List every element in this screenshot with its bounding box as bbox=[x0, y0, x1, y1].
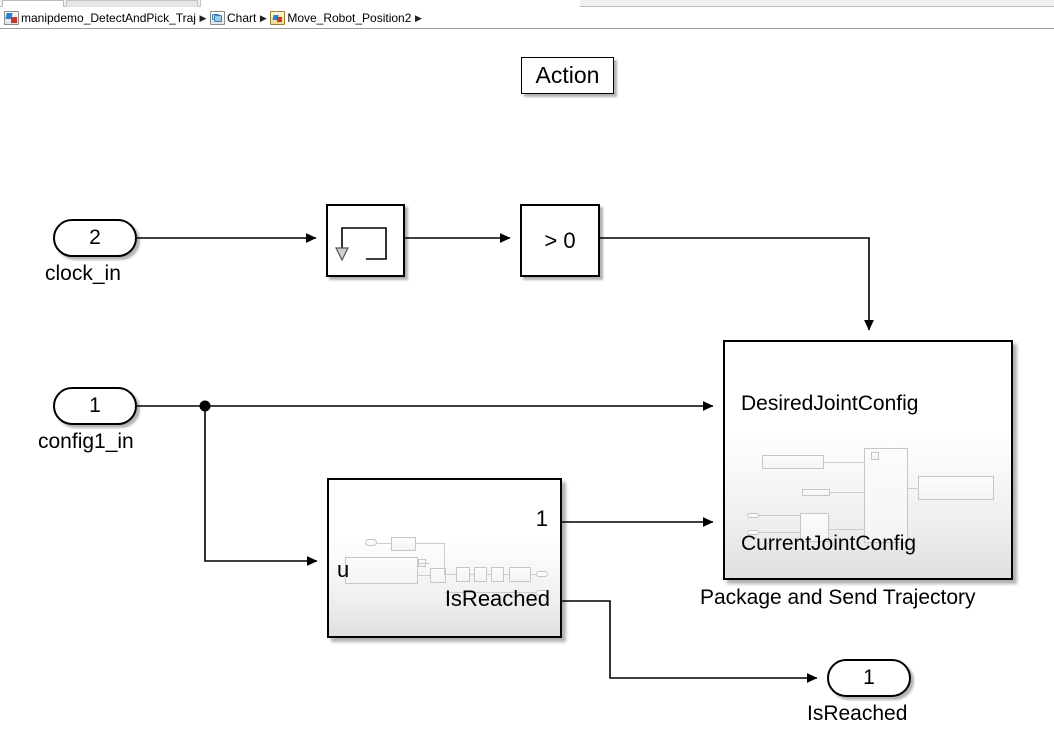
outport-isreached-label: IsReached bbox=[807, 702, 908, 725]
model-canvas[interactable]: Action 2 clock_in > 0 1 config1_in bbox=[0, 30, 1054, 737]
joint-tracker-subsystem[interactable]: u 1 IsReached bbox=[327, 478, 562, 638]
package-inport-label-desiredjointconfig: DesiredJointConfig bbox=[741, 392, 919, 415]
breadcrumb-separator-2: ▶ bbox=[259, 12, 267, 23]
tracker-preview-shape-8 bbox=[509, 567, 531, 582]
preview-shape-3 bbox=[800, 513, 829, 542]
tracker-preview-shape-4 bbox=[430, 568, 446, 583]
tracker-preview-wire-9 bbox=[504, 574, 509, 575]
signal-compare-to-trigger bbox=[600, 237, 874, 331]
outport-isreached[interactable]: 1 bbox=[827, 659, 911, 697]
preview-port-1 bbox=[747, 513, 759, 518]
preview-wire-3 bbox=[829, 529, 865, 530]
tracker-preview-wire-5 bbox=[418, 575, 430, 576]
simulink-model-icon bbox=[4, 10, 19, 25]
tracker-preview-port-1 bbox=[365, 539, 377, 546]
breadcrumb-item-model[interactable]: manipdemo_DetectAndPick_Traj bbox=[4, 8, 196, 28]
inport-config1-in[interactable]: 1 bbox=[53, 387, 137, 425]
editor-tab-strip bbox=[0, 0, 1054, 7]
preview-wire-4 bbox=[759, 515, 800, 516]
tracker-preview-wire-2 bbox=[416, 543, 445, 544]
tracker-preview-port-2 bbox=[536, 571, 548, 577]
tracker-preview-port-3 bbox=[536, 590, 548, 596]
action-label-text: Action bbox=[535, 62, 600, 88]
detect-change-block[interactable] bbox=[326, 204, 405, 277]
inport-clock-in-label: clock_in bbox=[45, 262, 121, 285]
stateflow-state-icon bbox=[270, 10, 286, 25]
stateflow-chart-icon bbox=[209, 10, 225, 25]
inport-config1-in-number: 1 bbox=[89, 394, 101, 417]
tracker-preview-shape-5 bbox=[456, 567, 470, 582]
preview-shape-1 bbox=[762, 455, 824, 469]
preview-port-2 bbox=[747, 530, 759, 535]
tracker-preview-wire-3 bbox=[444, 543, 445, 575]
tracker-preview-wire-4 bbox=[418, 563, 430, 564]
preview-wire-1 bbox=[824, 462, 865, 463]
breadcrumb-separator-1: ▶ bbox=[199, 12, 207, 23]
breadcrumb-label-state: Move_Robot_Position2 bbox=[287, 10, 412, 25]
compare-to-zero-block[interactable]: > 0 bbox=[520, 204, 600, 277]
inport-clock-in-number: 2 bbox=[89, 226, 101, 249]
preview-shape-5 bbox=[871, 452, 879, 460]
tracker-outport-label-1: 1 bbox=[535, 506, 548, 531]
breadcrumb-item-state[interactable]: Move_Robot_Position2 bbox=[270, 8, 411, 28]
tracker-preview-wire-1 bbox=[377, 543, 392, 544]
signal-lines-layer bbox=[137, 233, 874, 683]
tracker-preview-shape-2 bbox=[391, 537, 416, 551]
compare-to-zero-label: > 0 bbox=[544, 227, 576, 253]
preview-wire-2 bbox=[830, 492, 865, 493]
tracker-preview-wire-7 bbox=[470, 574, 474, 575]
tracker-outport-label-isreached: IsReached bbox=[444, 586, 550, 611]
action-label-box[interactable]: Action bbox=[521, 57, 614, 94]
breadcrumb-label-model: manipdemo_DetectAndPick_Traj bbox=[21, 10, 196, 25]
breadcrumb-separator-3: ▶ bbox=[414, 12, 422, 23]
inport-clock-in[interactable]: 2 bbox=[53, 219, 137, 257]
tracker-preview-wire-6 bbox=[446, 574, 456, 575]
preview-wire-5 bbox=[759, 532, 800, 533]
editor-tab-spacer bbox=[200, 0, 580, 7]
package-block-caption: Package and Send Trajectory bbox=[700, 586, 976, 609]
inport-config1-in-label: config1_in bbox=[38, 430, 134, 453]
signal-isreached-to-outport bbox=[562, 600, 818, 683]
tracker-inport-label-u: u bbox=[337, 557, 350, 582]
breadcrumb-label-chart: Chart bbox=[226, 10, 257, 25]
outport-isreached-number: 1 bbox=[863, 666, 875, 689]
editor-tab-1[interactable] bbox=[2, 0, 64, 7]
breadcrumb: manipdemo_DetectAndPick_Traj ▶ Chart ▶ M… bbox=[0, 7, 1054, 29]
editor-tab-2[interactable] bbox=[66, 0, 198, 7]
package-and-send-trajectory-subsystem[interactable]: DesiredJointConfig CurrentJointConfig bbox=[723, 340, 1013, 580]
tracker-preview-shape-6 bbox=[474, 567, 487, 582]
preview-shape-2 bbox=[802, 489, 830, 496]
tracker-preview-wire-11 bbox=[445, 592, 537, 593]
unit-delay-loop-icon bbox=[335, 227, 387, 262]
package-inport-label-currentjointconfig: CurrentJointConfig bbox=[741, 532, 917, 555]
preview-shape-4 bbox=[864, 448, 908, 543]
tracker-preview-shape-7 bbox=[491, 567, 504, 582]
preview-wire-6 bbox=[908, 488, 919, 489]
tracker-preview-wire-10 bbox=[531, 574, 537, 575]
breadcrumb-item-chart[interactable]: Chart bbox=[209, 8, 257, 28]
preview-shape-6 bbox=[918, 476, 994, 500]
signal-branch-point bbox=[199, 400, 211, 412]
signal-config1-branch-to-tracker bbox=[204, 406, 318, 566]
tracker-preview-wire-8 bbox=[487, 574, 491, 575]
tracker-preview-shape-1 bbox=[345, 557, 418, 584]
